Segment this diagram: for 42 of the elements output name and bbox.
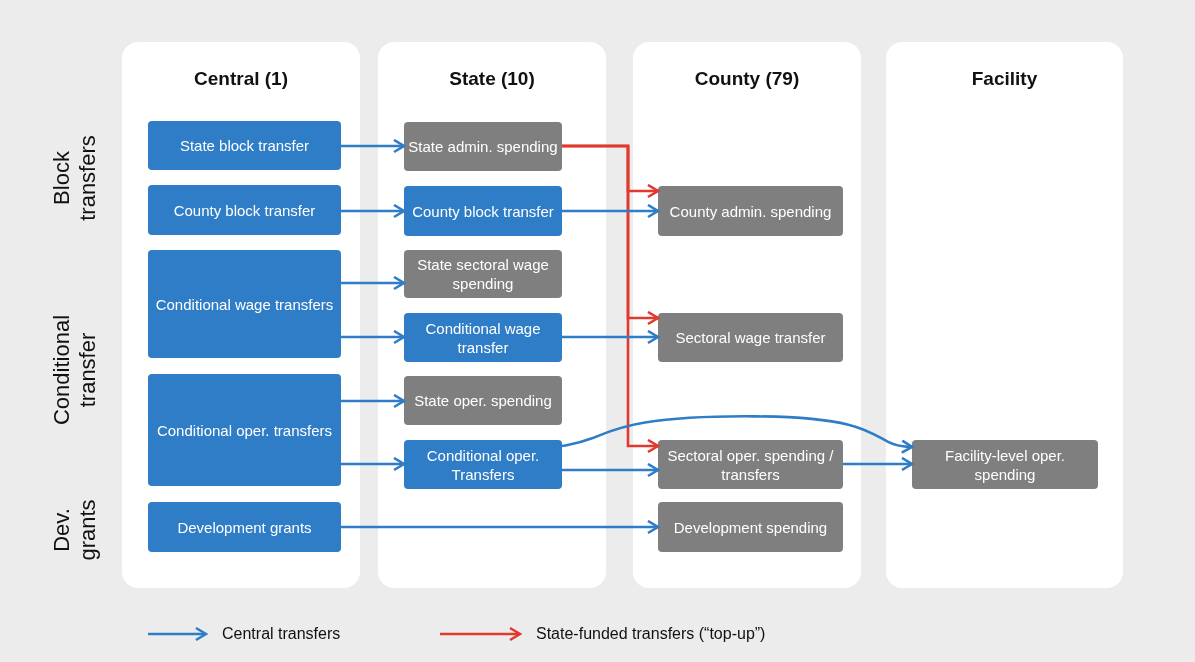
transfer-box: County block transfer bbox=[148, 185, 341, 235]
column-panel bbox=[378, 42, 606, 588]
arrow bbox=[341, 456, 406, 472]
arrow bbox=[341, 519, 660, 535]
arrow bbox=[562, 203, 660, 219]
column-panel bbox=[633, 42, 861, 588]
arrow bbox=[341, 275, 406, 291]
transfer-box: County block transfer bbox=[404, 186, 562, 236]
arrow bbox=[561, 415, 914, 454]
column-heading: County (79) bbox=[693, 68, 801, 90]
legend-label: Central transfers bbox=[222, 625, 341, 643]
transfer-box: Conditional wage transfer bbox=[404, 313, 562, 362]
arrow bbox=[341, 393, 406, 409]
spending-box: State oper. spending bbox=[404, 376, 562, 425]
arrow bbox=[341, 138, 406, 154]
arrow bbox=[341, 329, 406, 345]
transfer-box: Conditional wage transfers bbox=[148, 250, 341, 358]
row-label: Block transfers bbox=[49, 134, 101, 223]
arrow bbox=[562, 329, 660, 345]
arrow bbox=[562, 462, 660, 478]
arrow bbox=[843, 456, 914, 472]
column-panel bbox=[122, 42, 360, 588]
column-heading: State (10) bbox=[448, 68, 536, 90]
spending-box: Facility-level oper. spending bbox=[912, 440, 1098, 489]
spending-box: State sectoral wage spending bbox=[404, 250, 562, 298]
column-panel bbox=[886, 42, 1123, 588]
transfer-box: Conditional oper. Transfers bbox=[404, 440, 562, 489]
legend-label: State-funded transfers (“top-up”) bbox=[536, 625, 766, 643]
column-heading: Facility bbox=[970, 68, 1039, 90]
column-heading: Central (1) bbox=[193, 68, 289, 90]
transfer-box: Development grants bbox=[148, 502, 341, 552]
spending-box: Sectoral oper. spending / transfers bbox=[658, 440, 843, 489]
arrow bbox=[341, 203, 406, 219]
spending-box: County admin. spending bbox=[658, 186, 843, 236]
spending-box: State admin. spending bbox=[404, 122, 562, 171]
spending-box: Sectoral wage transfer bbox=[658, 313, 843, 362]
spending-box: Development spending bbox=[658, 502, 843, 552]
arrow bbox=[562, 144, 660, 454]
transfer-box: State block transfer bbox=[148, 121, 341, 170]
transfer-box: Conditional oper. transfers bbox=[148, 374, 341, 486]
row-label: Dev. grants bbox=[49, 498, 101, 563]
row-label: Conditional transfer bbox=[49, 313, 101, 428]
